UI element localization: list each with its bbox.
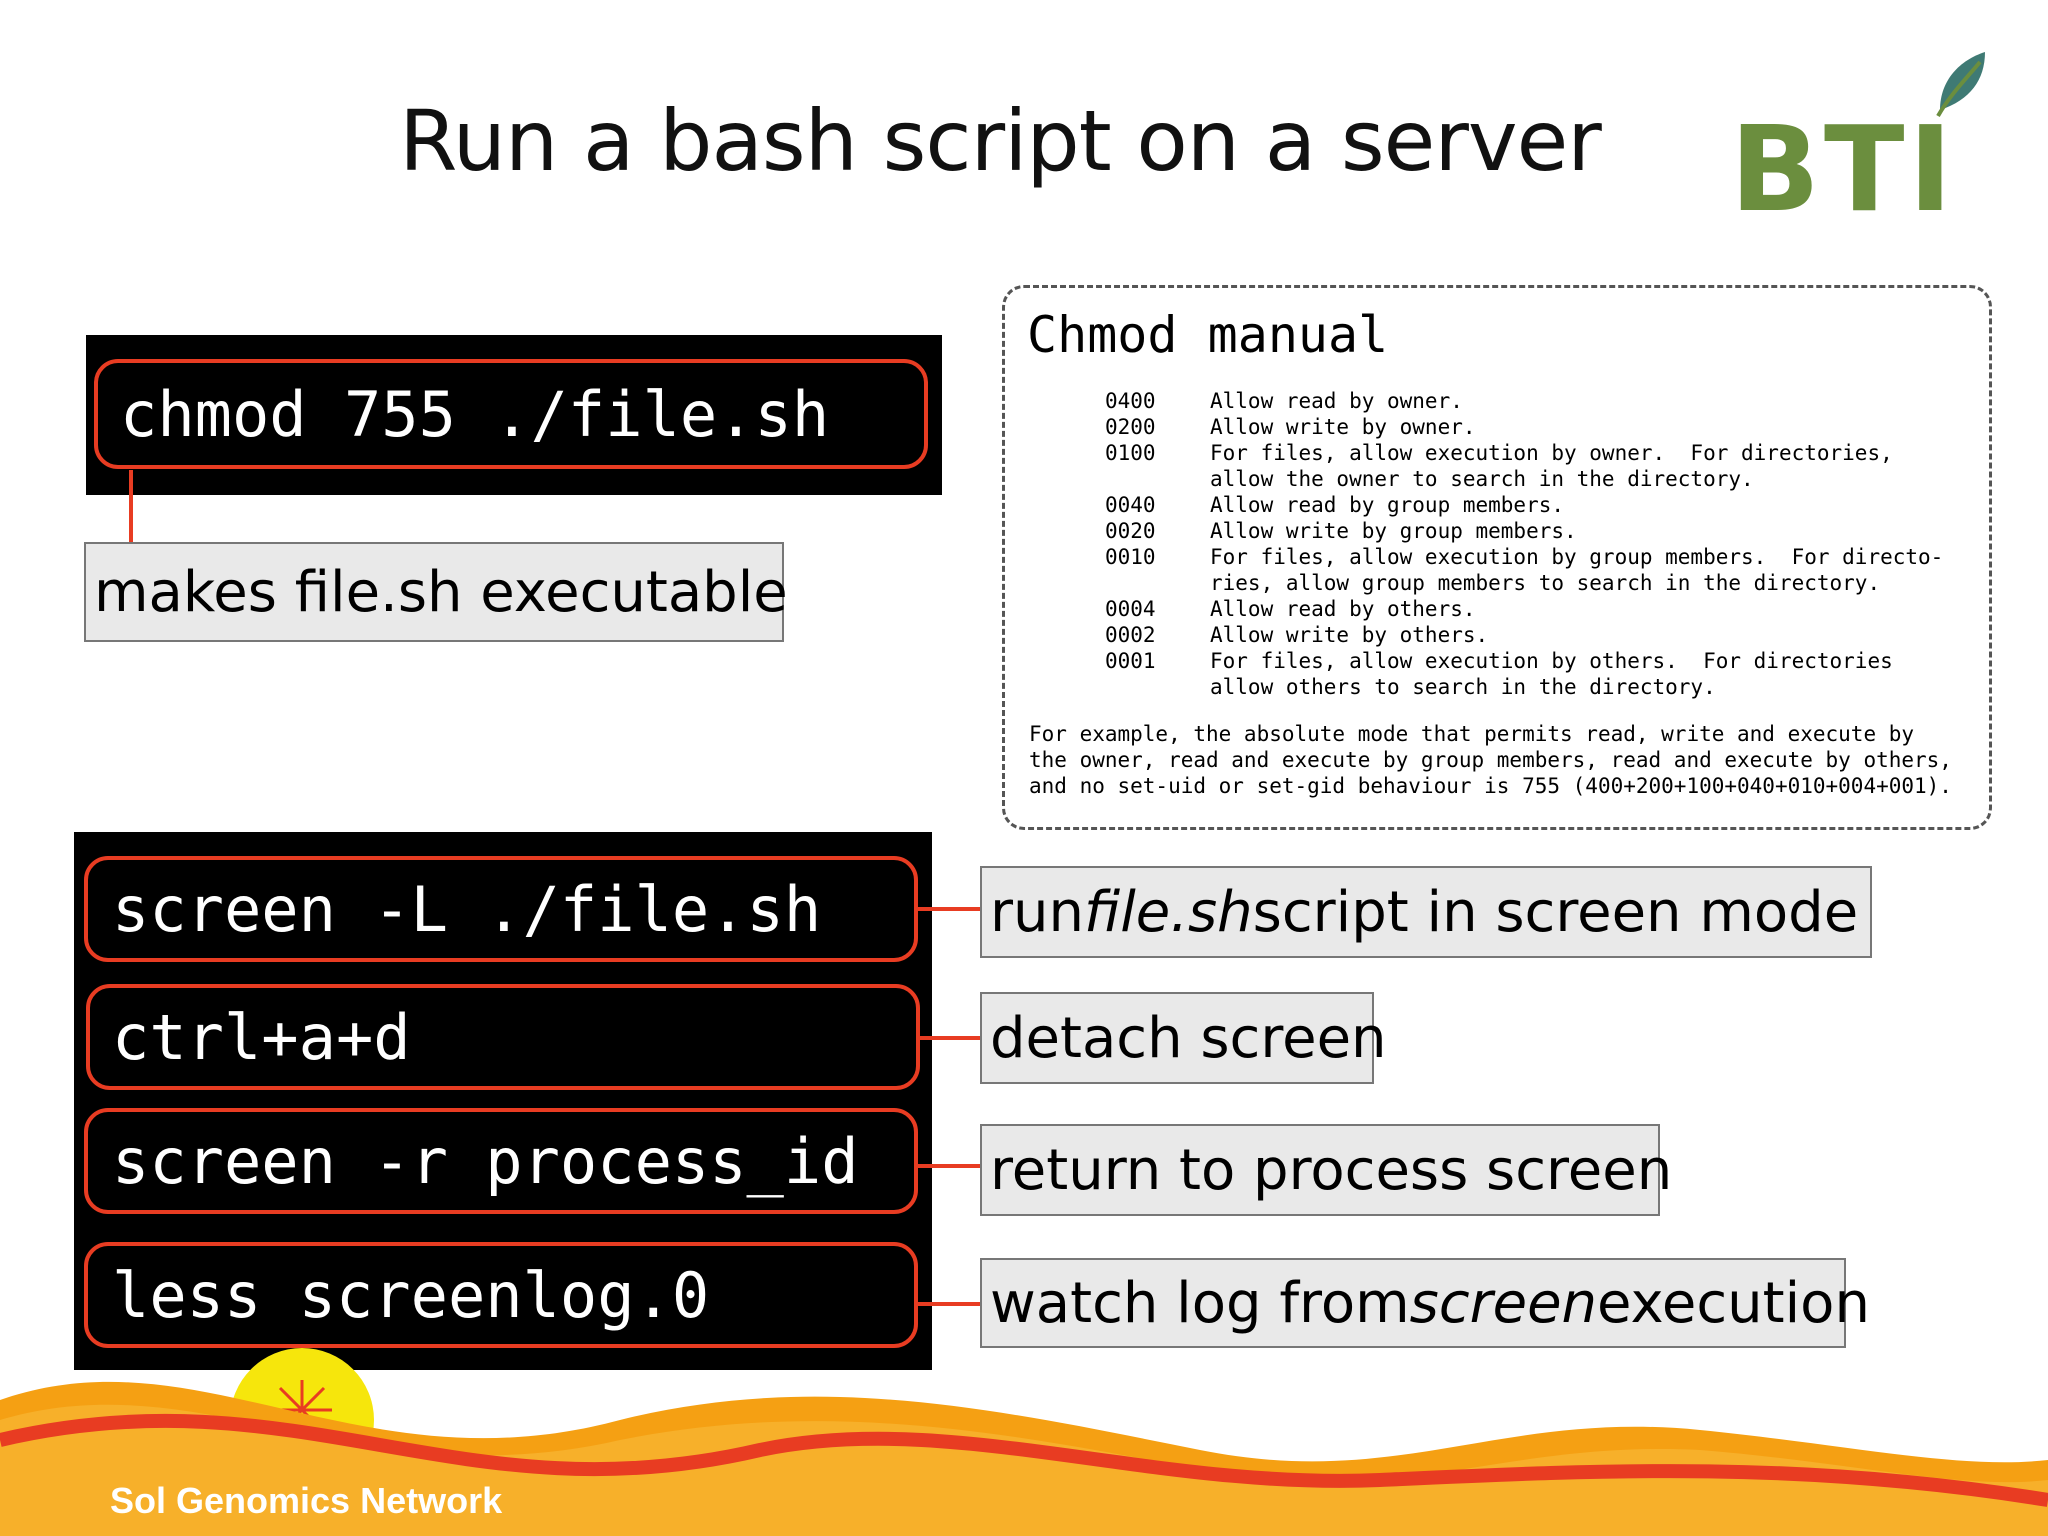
detach-callout-text: detach screen	[990, 1005, 1387, 1071]
detach-command-text: ctrl+a+d	[112, 1000, 411, 1074]
screen-commands-panel	[74, 832, 932, 1370]
manual-row: ries, allow group members to search in t…	[1105, 570, 1943, 596]
manual-row-desc: allow others to search in the directory.	[1210, 675, 1716, 699]
manual-row: 0200 Allow write by owner.	[1105, 414, 1943, 440]
manual-row-code: 0400	[1105, 389, 1156, 413]
manual-row-desc: Allow read by others.	[1210, 597, 1476, 621]
manual-row-code: 0010	[1105, 545, 1156, 569]
screen-return-callout: return to process screen	[980, 1124, 1672, 1216]
bti-logo: BTI	[1730, 50, 1990, 228]
less-log-callout: watch log from screen execution	[980, 1258, 1870, 1348]
manual-row-code: 0004	[1105, 597, 1156, 621]
screen-run-callout-em: file.sh	[1084, 879, 1253, 945]
screen-return-command-text: screen -r process_id	[112, 1124, 859, 1198]
manual-row-desc: Allow read by owner.	[1210, 389, 1463, 413]
less-log-command: less screenlog.0	[84, 1242, 918, 1348]
manual-row-desc: ries, allow group members to search in t…	[1210, 571, 1881, 595]
manual-row: 0400 Allow read by owner.	[1105, 388, 1943, 414]
chmod-callout-text: makes file.sh executable	[94, 559, 788, 625]
less-log-connector	[918, 1302, 980, 1306]
footer-wave	[0, 1348, 2048, 1536]
manual-row-code: 0002	[1105, 623, 1156, 647]
manual-row-desc: For files, allow execution by others. Fo…	[1210, 649, 1893, 673]
chmod-command-text: chmod 755 ./file.sh	[120, 377, 830, 451]
manual-example-line: the owner, read and execute by group mem…	[1029, 748, 1952, 772]
manual-row-desc: Allow write by owner.	[1210, 415, 1476, 439]
manual-title: Chmod manual	[1027, 306, 1389, 364]
less-log-command-text: less screenlog.0	[112, 1258, 710, 1332]
screen-run-callout-pre: run	[990, 879, 1085, 945]
manual-row-code: 0020	[1105, 519, 1156, 543]
screen-run-command-text: screen -L ./file.sh	[112, 872, 822, 946]
manual-row-desc: For files, allow execution by owner. For…	[1210, 441, 1893, 465]
screen-run-callout-post: script in screen mode	[1252, 879, 1859, 945]
footer-text: Sol Genomics Network	[110, 1480, 503, 1521]
manual-row-desc: Allow write by others.	[1210, 623, 1489, 647]
detach-command: ctrl+a+d	[86, 984, 920, 1090]
manual-row-code: 0001	[1105, 649, 1156, 673]
manual-row-desc: allow the owner to search in the directo…	[1210, 467, 1754, 491]
manual-example-line: For example, the absolute mode that perm…	[1029, 722, 1915, 746]
manual-row: allow the owner to search in the directo…	[1105, 466, 1943, 492]
screen-return-callout-text: return to process screen	[990, 1137, 1673, 1203]
manual-row: 0020 Allow write by group members.	[1105, 518, 1943, 544]
less-log-callout-em: screen	[1409, 1270, 1598, 1336]
top-command-panel: chmod 755 ./file.sh	[86, 335, 942, 495]
slide-title: Run a bash script on a server	[399, 92, 1602, 190]
screen-return-command: screen -r process_id	[84, 1108, 918, 1214]
screen-run-connector	[918, 907, 980, 911]
chmod-connector	[129, 470, 133, 542]
detach-connector	[920, 1036, 980, 1040]
manual-row-code	[1105, 570, 1210, 596]
manual-row-code	[1105, 674, 1210, 700]
manual-row-code	[1105, 466, 1210, 492]
manual-row-desc: Allow write by group members.	[1210, 519, 1577, 543]
manual-row: 0010 For files, allow execution by group …	[1105, 544, 1943, 570]
leaf-icon	[1936, 52, 1985, 117]
less-log-callout-pre: watch log from	[990, 1270, 1410, 1336]
manual-row: 0004 Allow read by others.	[1105, 596, 1943, 622]
detach-callout: detach screen	[980, 992, 1387, 1084]
manual-row-code: 0200	[1105, 415, 1156, 439]
manual-row: 0002 Allow write by others.	[1105, 622, 1943, 648]
chmod-callout: makes file.sh executable	[84, 542, 788, 642]
manual-row-desc: For files, allow execution by group memb…	[1210, 545, 1944, 569]
chmod-command: chmod 755 ./file.sh	[94, 359, 928, 469]
screen-run-callout: run file.sh script in screen mode	[980, 866, 1872, 958]
manual-row-code: 0100	[1105, 441, 1156, 465]
bti-logo-text: BTI	[1730, 100, 1957, 238]
manual-row: allow others to search in the directory.	[1105, 674, 1943, 700]
manual-example: For example, the absolute mode that perm…	[1029, 721, 1952, 799]
manual-row-code: 0040	[1105, 493, 1156, 517]
manual-row: 0040 Allow read by group members.	[1105, 492, 1943, 518]
manual-row: 0100 For files, allow execution by owner.…	[1105, 440, 1943, 466]
less-log-callout-post: execution	[1597, 1270, 1870, 1336]
manual-row: 0001 For files, allow execution by others…	[1105, 648, 1943, 674]
manual-row-desc: Allow read by group members.	[1210, 493, 1565, 517]
screen-return-connector	[918, 1164, 980, 1168]
manual-example-line: and no set-uid or set-gid behaviour is 7…	[1029, 774, 1952, 798]
screen-run-command: screen -L ./file.sh	[84, 856, 918, 962]
